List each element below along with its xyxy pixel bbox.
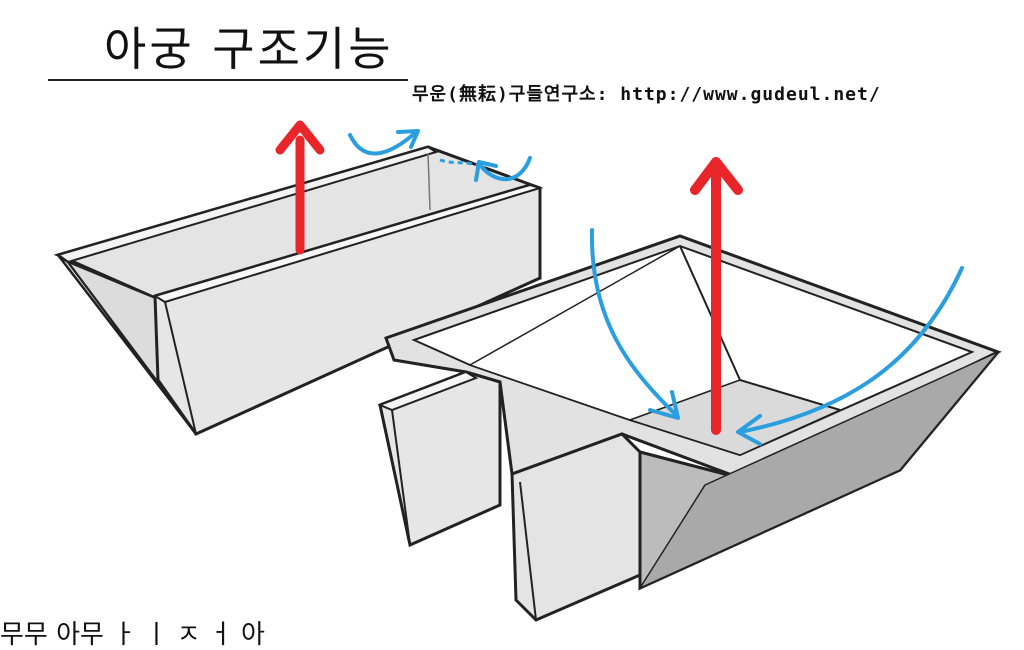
airflow-arrow-right-inflow (736, 266, 964, 446)
cropped-footer-text: 무무 아무 ㅏ ㅣ ㅈ ㅓ 아 (0, 620, 265, 650)
funnel-outer-slope-shade (638, 351, 999, 590)
airflow-arrow-top-left (348, 129, 420, 156)
airflow-arrow-top-right (439, 156, 532, 182)
heat-arrow-left (275, 120, 325, 255)
structure-diagram (53, 120, 1002, 622)
diagram-title: 아궁 구조기능 (104, 22, 394, 76)
airflow-arrow-left-inflow (589, 228, 680, 420)
heat-arrow-right (690, 157, 743, 435)
source-credit: 무운(無耘)구들연구소: http://www.gudeul.net/ (412, 84, 881, 105)
left-channel-front-top (152, 183, 544, 304)
title-underline (48, 79, 408, 81)
funnel-left-wall-top (377, 370, 479, 412)
